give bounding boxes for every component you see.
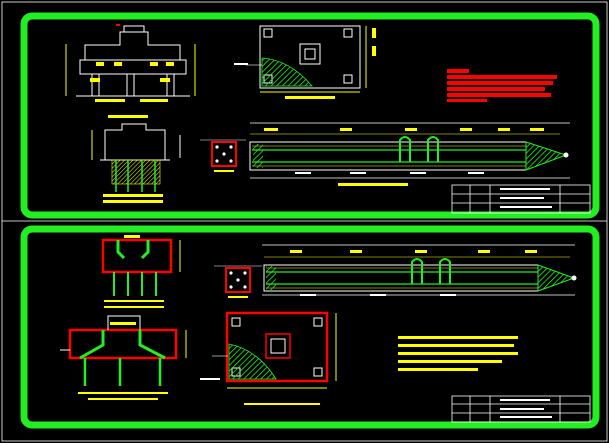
pile-cap-elevation-1 [65, 25, 196, 97]
column-section-2 [214, 265, 262, 298]
title-block-1 [451, 184, 591, 214]
column-section-1 [200, 139, 246, 172]
sheet-2[interactable] [20, 225, 600, 429]
sheet-1-border [20, 12, 600, 219]
title-block-2 [451, 395, 591, 423]
pile-cap-plan-1 [234, 25, 376, 99]
notes-block-1 [447, 69, 557, 102]
sheet-1[interactable] [20, 12, 600, 219]
pile-section-1 [91, 115, 181, 203]
pile-cap-plan-2 [200, 311, 337, 405]
notes-block-2 [398, 336, 518, 371]
pile-longitudinal-2 [262, 244, 577, 296]
pile-cap-elevation-2 [60, 315, 187, 400]
pile-cap-section-2a [101, 235, 181, 308]
pile-longitudinal-1 [249, 122, 570, 186]
sheet-2-border [20, 225, 600, 429]
